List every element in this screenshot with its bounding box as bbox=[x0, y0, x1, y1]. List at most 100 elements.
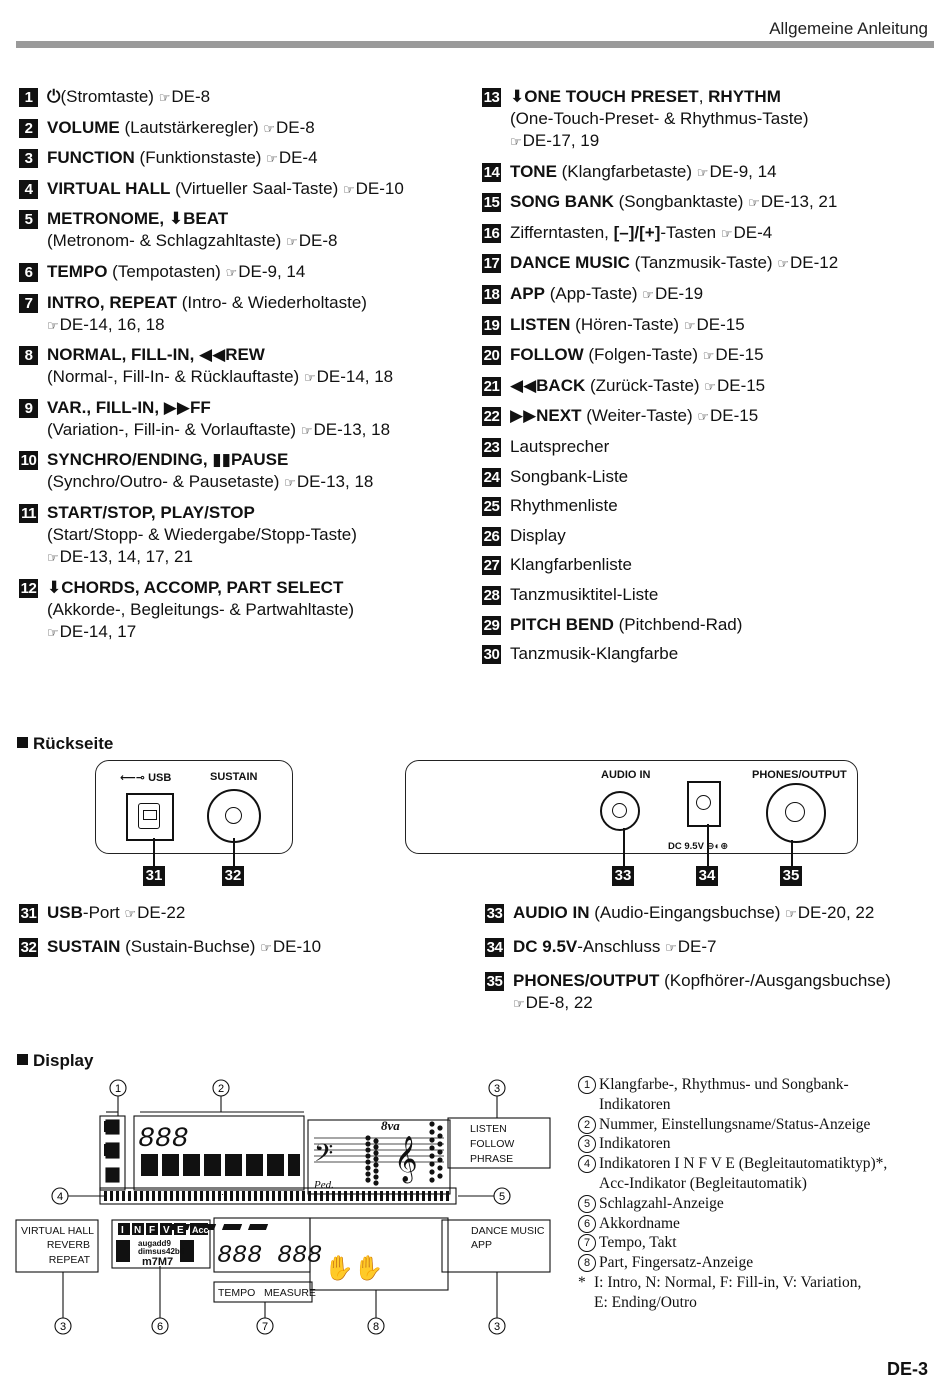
item-number-badge: 31 bbox=[19, 904, 38, 923]
page-reference[interactable]: ☞DE-8, 22 bbox=[513, 993, 593, 1012]
pointing-hand-icon: ☞ bbox=[124, 906, 137, 921]
button-symbol-icon: ⬇ bbox=[510, 87, 525, 106]
display-callout-9: 3 bbox=[494, 1321, 500, 1333]
callout-35: 35 bbox=[780, 866, 802, 886]
callout-34: 34 bbox=[696, 866, 718, 886]
follow-indicator: FOLLOW bbox=[470, 1138, 514, 1150]
item-number-badge: 25 bbox=[482, 497, 501, 517]
pointing-hand-icon: ☞ bbox=[720, 225, 733, 241]
page-reference[interactable]: ☞DE-15 bbox=[702, 345, 764, 365]
item-number-badge: 15 bbox=[482, 193, 501, 213]
item-number-badge: 27 bbox=[482, 556, 501, 576]
header-rule bbox=[16, 41, 934, 48]
display-callout-0: 1 bbox=[115, 1083, 121, 1095]
staff-notes-icon bbox=[365, 1121, 443, 1186]
pointing-hand-icon: ☞ bbox=[513, 996, 525, 1011]
page-reference[interactable]: ☞DE-9, 14 bbox=[225, 261, 306, 281]
pointing-hand-icon: ☞ bbox=[300, 422, 313, 438]
list-item: 12⬇CHORDS, ACCOMP, PART SELECT(Akkorde-,… bbox=[19, 577, 355, 641]
dc-jack-icon bbox=[687, 781, 721, 827]
pointing-hand-icon: ☞ bbox=[343, 181, 355, 197]
legend-number: 7 bbox=[578, 1234, 596, 1253]
pointing-hand-icon: ☞ bbox=[704, 378, 716, 394]
page-reference[interactable]: ☞DE-4 bbox=[266, 148, 318, 168]
page-reference[interactable]: ☞DE-14, 17 bbox=[47, 621, 137, 641]
item-number-badge: 1 bbox=[19, 88, 38, 107]
page-reference[interactable]: ☞DE-4 bbox=[720, 222, 773, 242]
audio-in-label: AUDIO IN bbox=[601, 769, 651, 781]
lcd-top-digits: 888 bbox=[138, 1124, 188, 1155]
item-number-badge: 5 bbox=[19, 210, 38, 230]
chord-m7-indicator: m7M7 bbox=[142, 1256, 173, 1268]
page-reference[interactable]: ☞DE-13, 18 bbox=[300, 419, 391, 439]
page-reference[interactable]: ☞DE-10 bbox=[260, 937, 322, 956]
repeat-indicator: REPEAT bbox=[49, 1254, 91, 1266]
pointing-hand-icon: ☞ bbox=[47, 624, 59, 640]
page-reference[interactable]: ☞DE-14, 18 bbox=[303, 367, 394, 387]
item-number-badge: 17 bbox=[482, 254, 501, 274]
page-reference[interactable]: ☞DE-13, 21 bbox=[748, 192, 838, 212]
button-symbol-icon: ▮▮ bbox=[212, 450, 232, 470]
display-callout-5: 3 bbox=[60, 1321, 66, 1333]
item-number-badge: 21 bbox=[482, 376, 501, 396]
item-number-badge: 11 bbox=[19, 503, 38, 523]
page-reference[interactable]: ☞DE-8 bbox=[263, 117, 315, 137]
footnote: * I: Intro, N: Normal, F: Fill-in, V: Va… bbox=[578, 1273, 862, 1311]
page-reference[interactable]: ☞DE-13, 14, 17, 21 bbox=[47, 546, 193, 566]
page-reference[interactable]: ☞DE-8 bbox=[158, 87, 211, 106]
page-reference[interactable]: ☞DE-20, 22 bbox=[785, 903, 875, 922]
page-reference[interactable]: ☞DE-22 bbox=[124, 903, 186, 922]
pointing-hand-icon: ☞ bbox=[263, 120, 276, 136]
display-callout-2: 3 bbox=[494, 1083, 500, 1095]
square-bullet-icon bbox=[17, 1054, 28, 1065]
display-callout-7: 7 bbox=[262, 1321, 268, 1333]
page-number: DE-3 bbox=[886, 1359, 928, 1379]
item-number-badge: 14 bbox=[482, 162, 501, 182]
svg-text:V: V bbox=[163, 1225, 170, 1236]
page-reference[interactable]: ☞DE-15 bbox=[697, 406, 759, 426]
page-reference[interactable]: ☞DE-12 bbox=[777, 253, 839, 273]
rear-panel-right: AUDIO IN PHONES/OUTPUT DC 9.5V ⊖◐⊕ bbox=[405, 760, 858, 854]
section-heading-display: Display bbox=[17, 1051, 93, 1071]
display-callout-1: 2 bbox=[218, 1083, 224, 1095]
page-reference[interactable]: ☞DE-17, 19 bbox=[510, 131, 600, 150]
page-reference[interactable]: ☞DE-15 bbox=[704, 375, 766, 395]
page-reference[interactable]: ☞DE-13, 18 bbox=[284, 472, 374, 492]
pointing-hand-icon: ☞ bbox=[785, 906, 797, 921]
svg-text:I: I bbox=[121, 1225, 124, 1236]
item-number-badge: 32 bbox=[19, 938, 38, 957]
item-number-badge: 33 bbox=[485, 904, 504, 923]
pointing-hand-icon: ☞ bbox=[510, 134, 522, 149]
page-reference[interactable]: ☞DE-7 bbox=[665, 937, 717, 956]
button-symbol-icon: ⬇ bbox=[168, 209, 184, 229]
page-reference[interactable]: ☞DE-10 bbox=[343, 178, 404, 198]
page-reference[interactable]: ☞DE-9, 14 bbox=[696, 161, 777, 181]
pointing-hand-icon: ☞ bbox=[284, 475, 296, 491]
item-list-right: 13⬇ONE TOUCH PRESET, RHYTHM(One-Touch-Pr… bbox=[482, 86, 937, 673]
pointing-hand-icon: ☞ bbox=[47, 549, 59, 565]
app-indicator: APP bbox=[471, 1239, 492, 1251]
pointing-hand-icon: ☞ bbox=[696, 164, 709, 180]
page-reference[interactable]: ☞DE-19 bbox=[642, 283, 704, 303]
page-reference[interactable]: ☞DE-14, 16, 18 bbox=[47, 314, 165, 334]
page-reference[interactable]: ☞DE-8 bbox=[286, 231, 338, 251]
page-reference[interactable]: ☞DE-15 bbox=[683, 314, 745, 334]
item-number-badge: 29 bbox=[482, 615, 501, 635]
listen-indicator: LISTEN bbox=[470, 1123, 507, 1135]
dc-label: DC 9.5V ⊖◐⊕ bbox=[668, 841, 729, 852]
list-item: 1⏻(Stromtaste) ☞DE-8 bbox=[19, 86, 469, 109]
item-number-badge: 12 bbox=[19, 578, 38, 598]
pointing-hand-icon: ☞ bbox=[748, 195, 760, 211]
